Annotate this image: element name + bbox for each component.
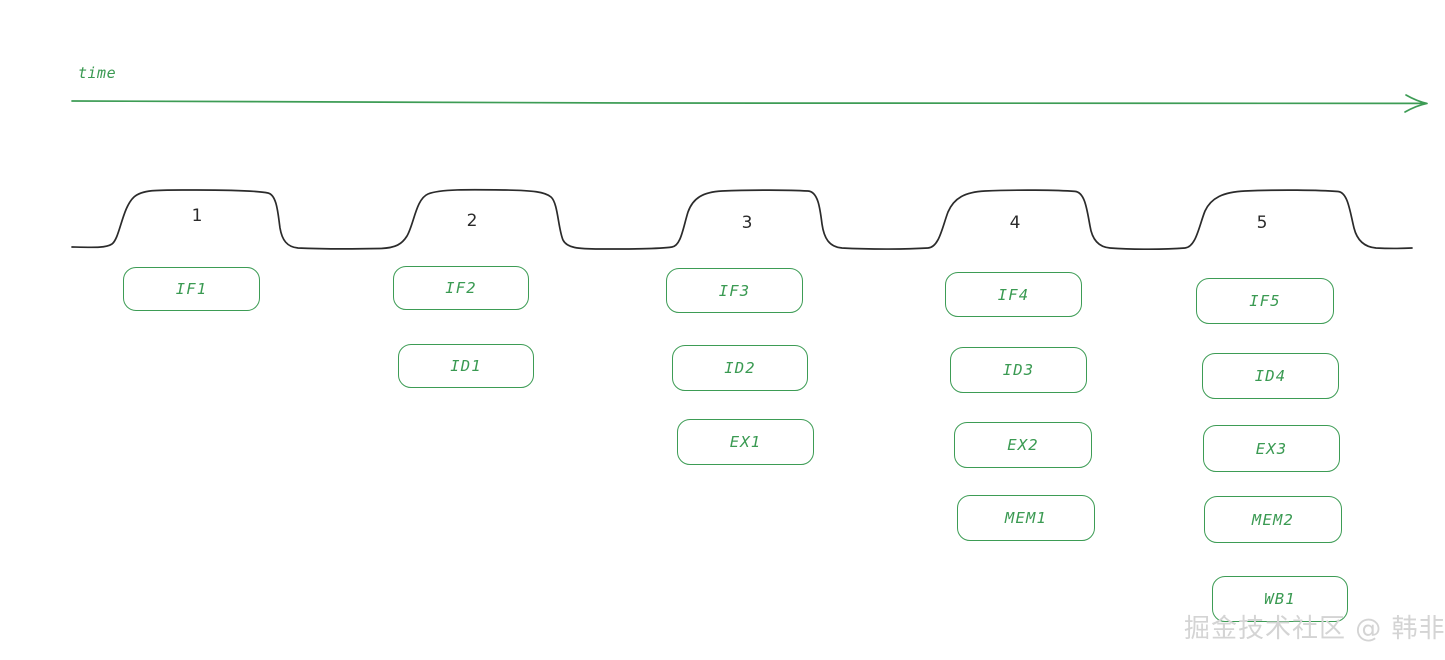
cycle-number-3: 3: [741, 213, 753, 233]
stage-box-id3[interactable]: ID3: [950, 347, 1087, 393]
stage-label-id2: ID2: [724, 359, 756, 377]
stage-label-ex2: EX2: [1007, 436, 1039, 454]
stage-label-if5: IF5: [1249, 292, 1281, 310]
time-axis-line: [71, 100, 1425, 105]
stage-label-id1: ID1: [450, 357, 482, 375]
stage-box-mem1[interactable]: MEM1: [957, 495, 1095, 541]
stage-label-ex1: EX1: [729, 433, 762, 451]
time-axis: [71, 94, 1428, 113]
stage-box-if5[interactable]: IF5: [1196, 278, 1334, 324]
stage-box-if1[interactable]: IF1: [123, 267, 260, 311]
stage-label-if2: IF2: [445, 279, 477, 297]
stage-box-id1[interactable]: ID1: [398, 344, 534, 388]
cycle-number-4: 4: [1009, 213, 1021, 233]
stage-box-if2[interactable]: IF2: [393, 266, 529, 310]
time-axis-label: time: [78, 64, 117, 82]
stage-label-mem2: MEM2: [1251, 510, 1295, 529]
stage-box-ex1[interactable]: EX1: [677, 419, 814, 465]
stage-box-if3[interactable]: IF3: [666, 268, 803, 313]
clock-waveform: [71, 188, 1413, 251]
stage-label-wb1: WB1: [1264, 590, 1296, 608]
stage-label-if3: IF3: [718, 281, 751, 300]
stage-label-id3: ID3: [1002, 361, 1035, 379]
stage-box-if4[interactable]: IF4: [945, 272, 1082, 317]
stage-box-ex2[interactable]: EX2: [954, 422, 1092, 468]
cycle-number-5: 5: [1256, 213, 1268, 233]
stage-box-id4[interactable]: ID4: [1202, 353, 1339, 399]
cycle-number-1: 1: [191, 206, 203, 226]
stage-label-if1: IF1: [175, 280, 208, 298]
stage-box-ex3[interactable]: EX3: [1203, 425, 1340, 472]
stage-label-mem1: MEM1: [1004, 509, 1048, 527]
arrow-right-icon: [1404, 94, 1428, 113]
stage-box-wb1[interactable]: WB1: [1212, 576, 1348, 622]
stage-box-id2[interactable]: ID2: [672, 345, 808, 391]
stage-label-if4: IF4: [997, 285, 1030, 304]
stage-label-id4: ID4: [1254, 367, 1287, 385]
cycle-number-2: 2: [466, 211, 478, 231]
stage-label-ex3: EX3: [1255, 439, 1288, 458]
stage-box-mem2[interactable]: MEM2: [1204, 496, 1342, 543]
